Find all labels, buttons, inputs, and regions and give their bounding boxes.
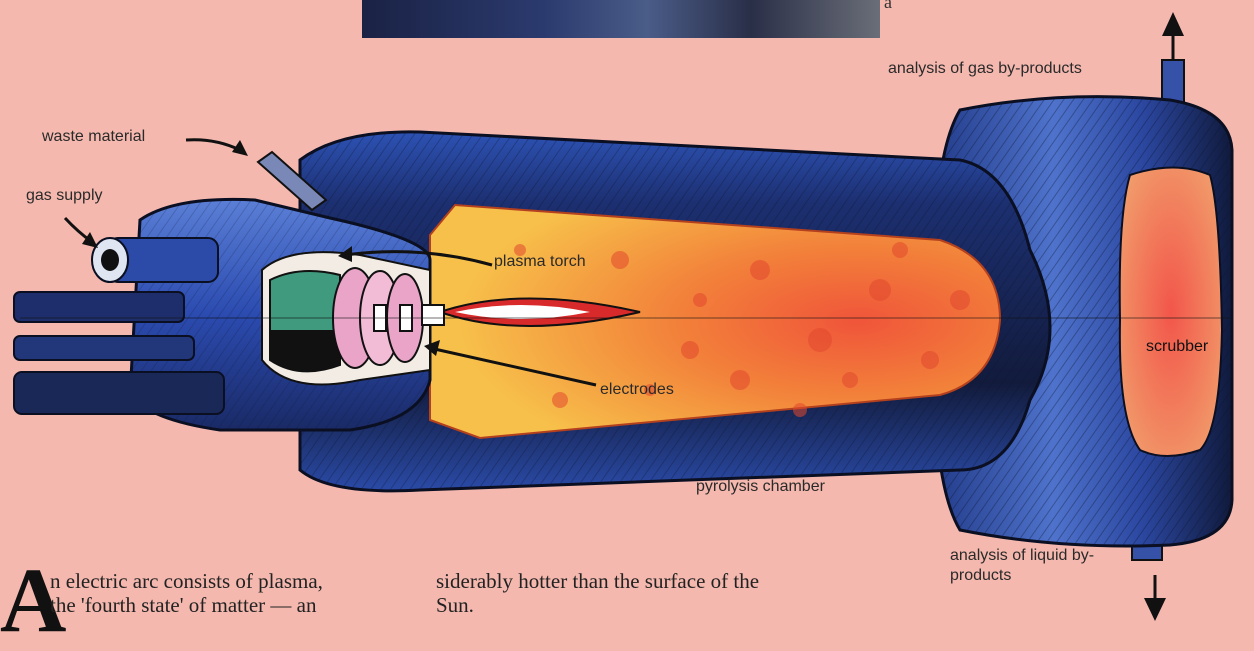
plasma-pyrolysis-diagram: a — [0, 0, 1254, 624]
article-col1-line2: the 'fourth state' of matter — an — [50, 593, 410, 617]
gas-supply-pipe — [92, 238, 218, 282]
label-gas-byproducts: analysis of gas by-products — [888, 60, 1082, 78]
article-col2-line1: siderably hotter than the surface of the — [436, 569, 896, 593]
article-col1-line1: n electric arc consists of plasma, — [50, 569, 410, 593]
article-col2-line2: Sun. — [436, 593, 896, 617]
label-plasma-torch: plasma torch — [494, 253, 586, 271]
article-column-2: siderably hotter than the surface of the… — [436, 569, 896, 617]
scrubber-interior — [1120, 168, 1222, 457]
gas-exhaust-arrow — [1162, 12, 1184, 36]
article-column-1: n electric arc consists of plasma, the '… — [50, 569, 410, 617]
liquid-drain-arrow — [1144, 598, 1166, 621]
label-liquid-byproducts: analysis of liquid by-products — [950, 546, 1100, 586]
label-scrubber: scrubber — [1146, 338, 1208, 356]
label-electrodes: electrodes — [600, 381, 674, 399]
apparatus-illustration — [0, 0, 1254, 624]
label-pyrolysis-chamber: pyrolysis chamber — [696, 478, 825, 496]
label-gas-supply: gas supply — [26, 187, 103, 205]
label-waste-material: waste material — [42, 128, 145, 146]
